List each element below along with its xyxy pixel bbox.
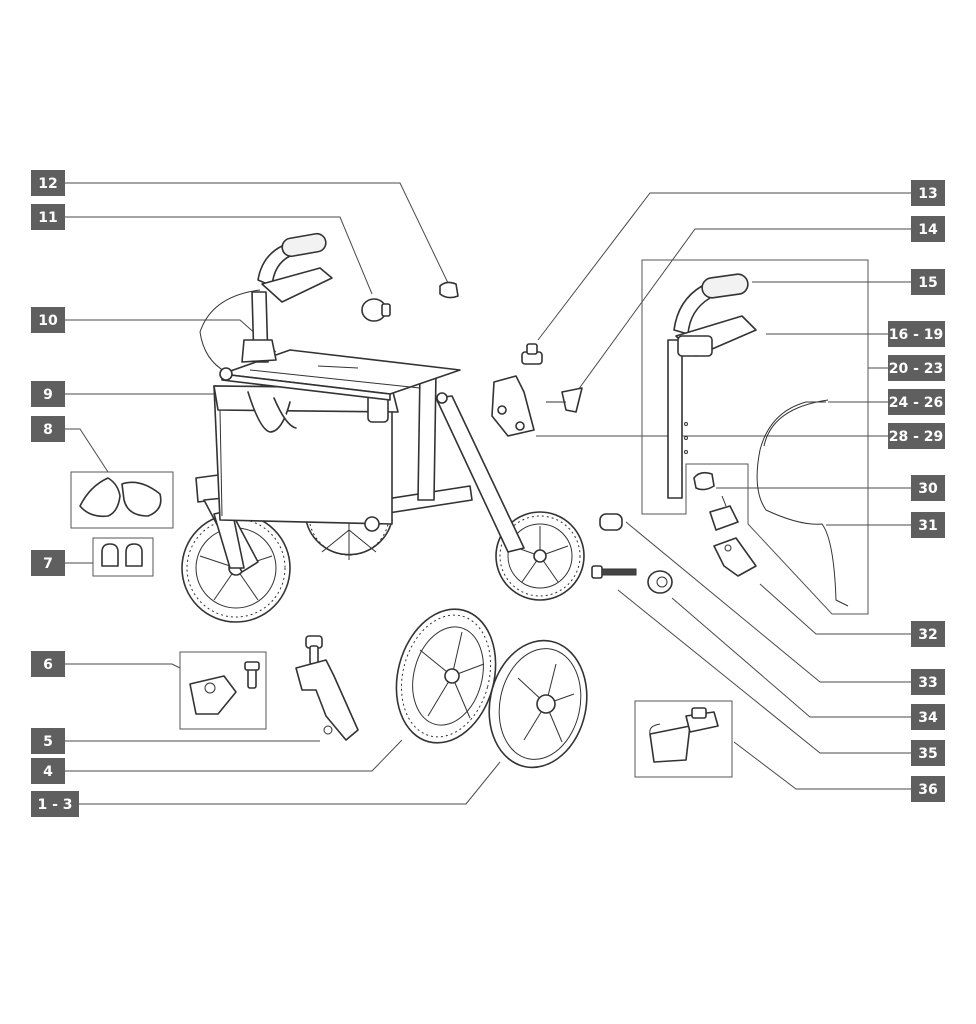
callout-16-19: 16 - 19 [888,321,945,347]
callout-36: 36 [911,776,945,802]
svg-text:20 - 23: 20 - 23 [889,361,944,377]
axle-bolt-part [591,565,637,579]
cap-part [361,298,391,322]
callout-13: 13 [911,180,945,206]
callout-28-29: 28 - 29 [888,423,945,449]
svg-text:12: 12 [38,176,57,192]
svg-text:35: 35 [918,746,937,762]
rollator-illustration [181,232,585,623]
callout-5: 5 [31,728,65,754]
small-pads-part [101,543,143,567]
callout-4: 4 [31,758,65,784]
svg-text:5: 5 [43,734,53,750]
caster-fork-part [295,635,359,741]
callout-labels: 12 11 10 9 8 7 6 5 [31,170,945,817]
svg-text:10: 10 [38,313,58,329]
handle [199,232,333,373]
svg-text:16 - 19: 16 - 19 [889,327,944,343]
svg-text:34: 34 [918,710,938,726]
group-frames [70,259,869,778]
svg-text:33: 33 [918,675,937,691]
svg-text:1 - 3: 1 - 3 [37,797,72,813]
callout-12: 12 [31,170,65,196]
svg-text:24 - 26: 24 - 26 [889,395,944,411]
clamp-ring-part [693,471,715,491]
svg-text:30: 30 [918,481,938,497]
callout-24-26: 24 - 26 [888,389,945,415]
clip-part [439,281,459,299]
svg-text:36: 36 [918,782,937,798]
svg-text:14: 14 [918,222,938,238]
callout-8: 8 [31,416,65,442]
callout-10: 10 [31,307,65,333]
callout-14: 14 [911,216,945,242]
solid-wheel-part [488,639,588,769]
svg-text:15: 15 [918,275,937,291]
brake-parts [709,495,757,577]
callout-31: 31 [911,512,945,538]
fold-bracket-part [491,375,535,437]
callout-33: 33 [911,669,945,695]
svg-text:32: 32 [918,627,937,643]
callout-1-3: 1 - 3 [31,791,79,817]
knob-part [521,343,543,365]
svg-text:9: 9 [43,387,53,403]
callout-11: 11 [31,204,65,230]
callout-15: 15 [911,269,945,295]
callout-34: 34 [911,704,945,730]
svg-text:13: 13 [918,186,937,202]
callout-30: 30 [911,475,945,501]
callout-6: 6 [31,651,65,677]
spoked-wheel-part [395,608,497,744]
leader-lines [64,182,912,805]
svg-text:28 - 29: 28 - 29 [889,429,944,445]
callout-35: 35 [911,740,945,766]
svg-text:7: 7 [43,556,53,572]
wing-bolt-part [546,387,583,413]
svg-text:6: 6 [43,657,53,673]
brake-cable-part [756,399,849,607]
basket [213,385,399,525]
svg-text:8: 8 [43,422,53,438]
svg-text:11: 11 [38,210,57,226]
pads-part [79,477,162,518]
handle-set-part [667,273,757,499]
callout-7: 7 [31,550,65,576]
callout-32: 32 [911,621,945,647]
bushing-part [599,513,623,531]
callout-20-23: 20 - 23 [888,355,945,381]
hub-cap-part [647,570,673,594]
callout-9: 9 [31,381,65,407]
cup-holder-part [649,707,719,763]
svg-text:4: 4 [43,764,53,780]
svg-text:31: 31 [918,518,937,534]
caster-block-part [189,661,260,715]
